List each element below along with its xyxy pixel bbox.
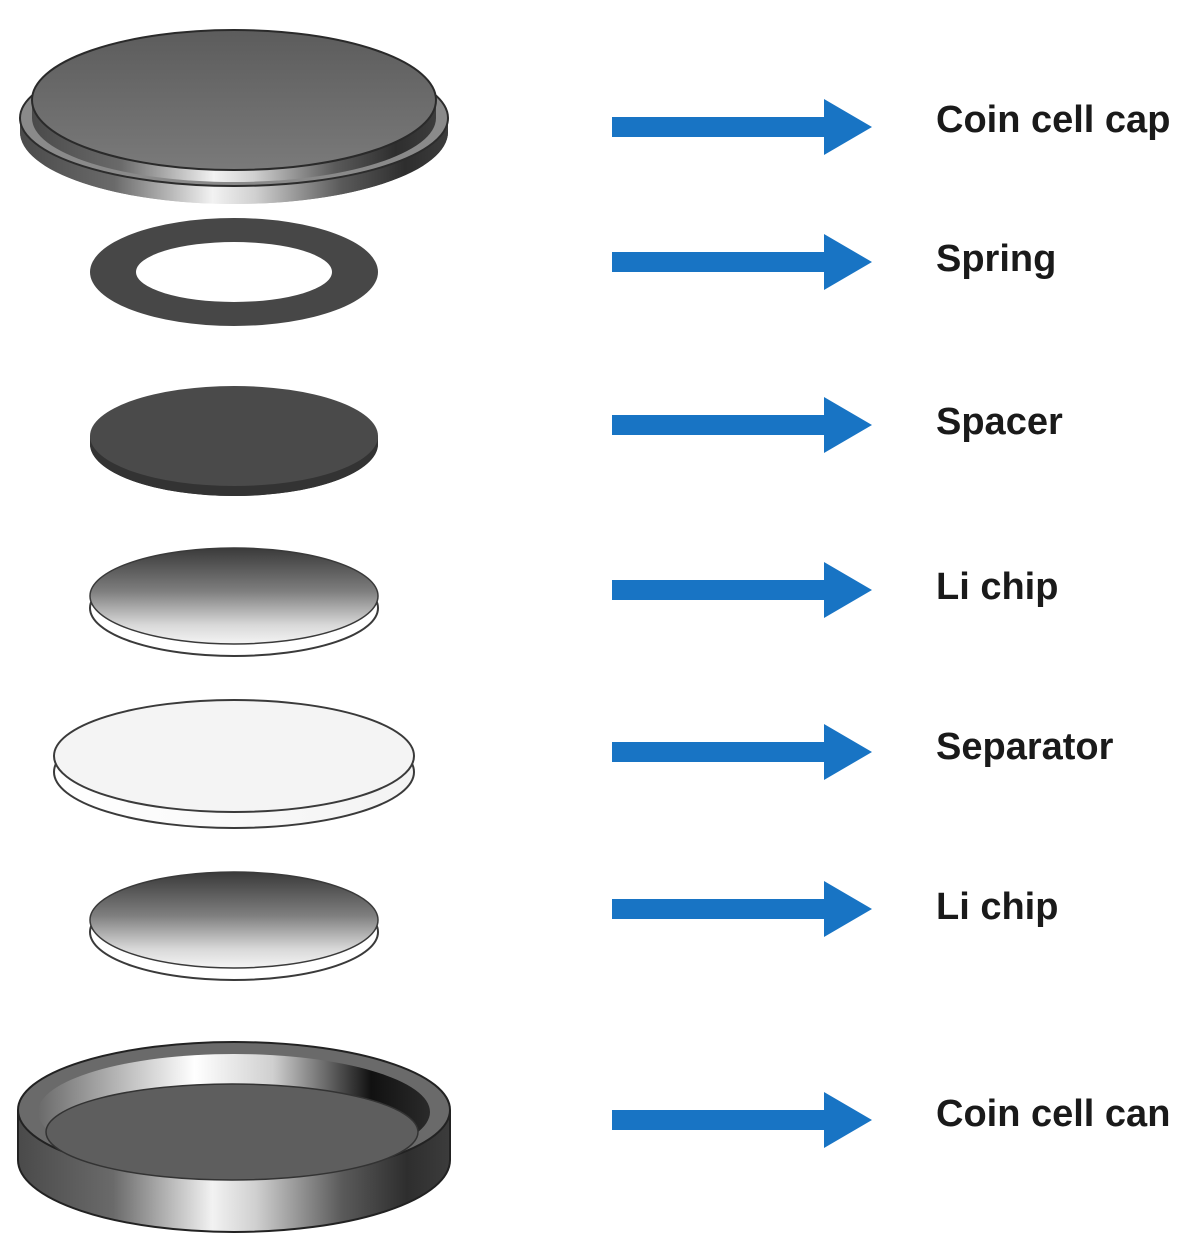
label-coin-cell-cap: Coin cell cap	[936, 99, 1170, 141]
arrow-li-chip-top	[612, 562, 872, 618]
label-separator: Separator	[936, 726, 1114, 768]
li-chip-bottom-shape	[89, 871, 379, 981]
arrow-coin-cell-cap	[612, 99, 872, 155]
label-coin-cell-can: Coin cell can	[936, 1093, 1170, 1135]
arrow-coin-cell-can	[612, 1092, 872, 1148]
spacer-shape	[90, 386, 378, 496]
label-spacer: Spacer	[936, 401, 1063, 443]
label-spring: Spring	[936, 238, 1056, 280]
arrows-group	[612, 99, 872, 1148]
li-chip-top-shape	[89, 547, 379, 657]
arrow-spacer	[612, 397, 872, 453]
separator-shape	[53, 699, 415, 829]
label-li-chip-top: Li chip	[936, 566, 1058, 608]
spring-shape	[90, 218, 378, 326]
coin-cell-can-shape	[17, 1041, 451, 1233]
label-li-chip-bottom: Li chip	[936, 886, 1058, 928]
arrow-li-chip-bottom	[612, 881, 872, 937]
arrow-spring	[612, 234, 872, 290]
coin-cell-cap-shape	[19, 29, 449, 204]
arrow-separator	[612, 724, 872, 780]
